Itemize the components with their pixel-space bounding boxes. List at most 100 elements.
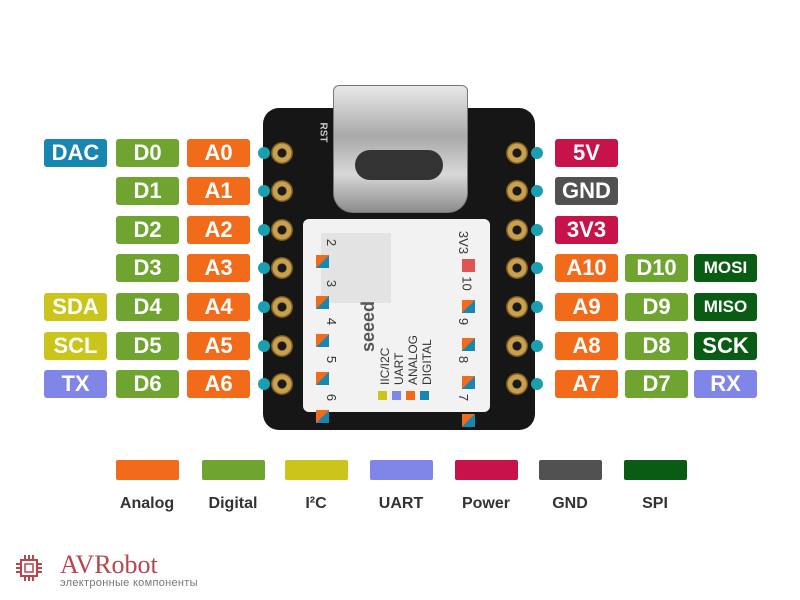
solder-pad: [271, 296, 293, 318]
right-pin-extra-label: MISO: [694, 293, 757, 321]
pin-color-swatch: [316, 296, 329, 309]
solder-pad: [271, 219, 293, 241]
right-pin-connector-dot: [531, 301, 543, 313]
left-pin-digital-label: D1: [116, 177, 179, 205]
board-key-label: UART: [392, 352, 406, 385]
left-pin-connector-dot: [258, 185, 270, 197]
board-key-label: IIC/I2C: [378, 347, 392, 385]
seeed-brand-text: seeed: [358, 300, 378, 352]
right-pin-connector-dot: [531, 262, 543, 274]
right-pin-connector-dot: [531, 378, 543, 390]
pin-color-swatch: [462, 376, 475, 389]
board-pin-number-right: 3V3: [456, 230, 472, 255]
legend-swatch-gnd: [539, 460, 602, 480]
board-pin-number-left: 4: [324, 317, 340, 326]
left-pin-extra-label: SCL: [44, 332, 107, 360]
legend-label-gnd: GND: [552, 495, 588, 512]
left-pin-connector-dot: [258, 224, 270, 236]
left-pin-extra-label: TX: [44, 370, 107, 398]
solder-pad: [506, 219, 528, 241]
pin-color-swatch: [462, 259, 475, 272]
solder-pad: [271, 335, 293, 357]
pin-color-swatch: [316, 372, 329, 385]
watermark-subtitle: электронные компоненты: [60, 577, 198, 589]
right-pin-digital-label: D7: [625, 370, 688, 398]
right-pin-primary-label: GND: [555, 177, 618, 205]
right-pin-primary-label: A7: [555, 370, 618, 398]
board-pin-number-right: 7: [456, 393, 472, 402]
left-pin-connector-dot: [258, 340, 270, 352]
watermark-brand: AVRobot: [60, 550, 158, 579]
solder-pad: [506, 180, 528, 202]
left-pin-extra-label: SDA: [44, 293, 107, 321]
right-pin-extra-label: SCK: [694, 332, 757, 360]
left-pin-connector-dot: [258, 378, 270, 390]
left-pin-analog-label: A5: [187, 332, 250, 360]
pin-color-swatch: [462, 338, 475, 351]
legend-swatch-power: [455, 460, 518, 480]
left-pin-digital-label: D4: [116, 293, 179, 321]
right-pin-extra-label: RX: [694, 370, 757, 398]
left-pin-analog-label: A3: [187, 254, 250, 282]
pin-color-swatch: [316, 410, 329, 423]
left-pin-analog-label: A6: [187, 370, 250, 398]
right-pin-connector-dot: [531, 340, 543, 352]
shield-blank-area: [321, 233, 391, 303]
right-pin-digital-label: D10: [625, 254, 688, 282]
solder-pad: [271, 373, 293, 395]
right-pin-primary-label: 5V: [555, 139, 618, 167]
board-key-swatch: [420, 391, 429, 400]
legend-label-power: Power: [461, 495, 510, 512]
pin-color-swatch: [462, 414, 475, 427]
solder-pad: [506, 257, 528, 279]
right-pin-digital-label: D9: [625, 293, 688, 321]
pin-color-swatch: [462, 300, 475, 313]
left-pin-analog-label: A0: [187, 139, 250, 167]
board-pin-number-left: 5: [324, 355, 340, 364]
left-pin-digital-label: D6: [116, 370, 179, 398]
legend-label-i2c: I²C: [305, 495, 327, 512]
legend-label-spi: SPI: [642, 495, 668, 512]
board-key-label: DIGITAL: [420, 339, 434, 385]
solder-pad: [506, 296, 528, 318]
legend-label-uart: UART: [378, 495, 424, 512]
solder-pad: [506, 335, 528, 357]
left-pin-digital-label: D0: [116, 139, 179, 167]
solder-pad: [271, 180, 293, 202]
left-pin-analog-label: A4: [187, 293, 250, 321]
board-pin-number-left: 6: [324, 393, 340, 402]
legend-label-digital: Digital: [208, 495, 258, 512]
left-pin-connector-dot: [258, 147, 270, 159]
board-key-swatch: [406, 391, 415, 400]
legend-label-analog: Analog: [119, 495, 175, 512]
legend-swatch-digital: [202, 460, 265, 480]
solder-pad: [271, 142, 293, 164]
right-pin-primary-label: A9: [555, 293, 618, 321]
right-pin-primary-label: 3V3: [555, 216, 618, 244]
legend-swatch-spi: [624, 460, 687, 480]
board-pin-number-left: 2: [324, 238, 340, 247]
board-key-swatch: [392, 391, 401, 400]
pin-color-swatch: [316, 255, 329, 268]
left-pin-digital-label: D3: [116, 254, 179, 282]
pin-color-swatch: [316, 334, 329, 347]
board-pin-number-left: 3: [324, 279, 340, 288]
right-pin-extra-label: MOSI: [694, 254, 757, 282]
left-pin-extra-label: DAC: [44, 139, 107, 167]
left-pin-digital-label: D5: [116, 332, 179, 360]
legend-swatch-analog: [116, 460, 179, 480]
left-pin-analog-label: A2: [187, 216, 250, 244]
left-pin-connector-dot: [258, 301, 270, 313]
right-pin-connector-dot: [531, 185, 543, 197]
board-key-label: ANALOG: [406, 334, 420, 385]
usb-c-port-opening: [355, 150, 443, 180]
left-pin-digital-label: D2: [116, 216, 179, 244]
left-pin-connector-dot: [258, 262, 270, 274]
board-pin-number-right: 8: [456, 355, 472, 364]
right-pin-connector-dot: [531, 147, 543, 159]
board-pin-number-right: 10: [459, 276, 475, 291]
board-key-swatch: [378, 391, 387, 400]
board-pin-number-right: 9: [456, 317, 472, 326]
chip-logo-icon: [16, 555, 42, 581]
solder-pad: [506, 142, 528, 164]
